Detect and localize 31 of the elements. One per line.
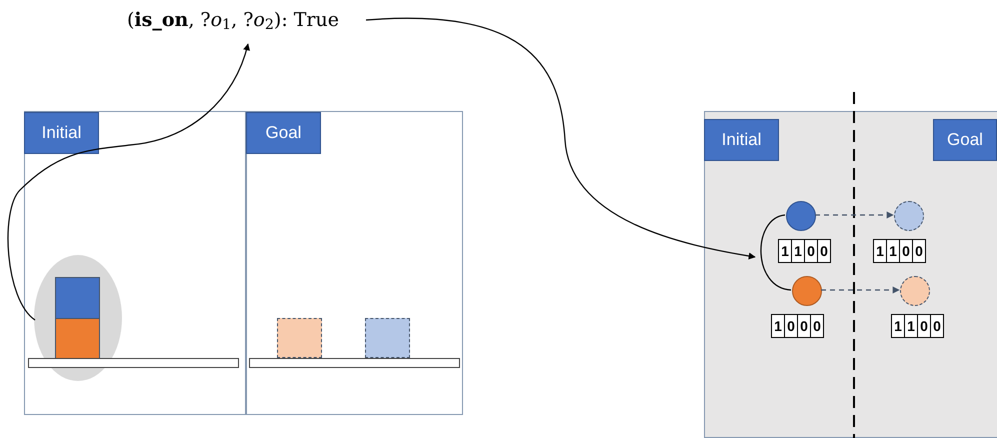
bit-digit: 0 xyxy=(797,314,811,338)
bit-digit: 1 xyxy=(778,239,792,263)
arrow xyxy=(815,212,894,218)
bit-digit: 0 xyxy=(912,239,926,263)
panel-header: Goal xyxy=(246,112,321,154)
object-circle xyxy=(900,276,930,306)
arrow xyxy=(7,43,250,320)
state-panel xyxy=(24,111,246,415)
object-circle xyxy=(894,201,924,231)
bit-digit: 0 xyxy=(930,314,944,338)
arrow xyxy=(366,18,756,260)
bit-digit: 1 xyxy=(891,314,905,338)
object-circle xyxy=(786,201,816,231)
state-panel xyxy=(246,111,463,415)
panel-header: Initial xyxy=(24,112,99,154)
bit-digit: 1 xyxy=(791,239,805,263)
object-circle xyxy=(792,276,822,306)
bit-digit: 0 xyxy=(784,314,798,338)
bit-digit: 0 xyxy=(899,239,913,263)
bit-digit: 1 xyxy=(886,239,900,263)
bit-digit: 1 xyxy=(771,314,785,338)
bit-digit: 1 xyxy=(904,314,918,338)
bit-digit: 0 xyxy=(804,239,818,263)
panel-header: Initial xyxy=(704,119,779,161)
bit-digit: 0 xyxy=(810,314,824,338)
bit-digit: 0 xyxy=(817,239,831,263)
arrow xyxy=(821,286,900,294)
panel-header: Goal xyxy=(933,119,997,161)
predicate-text: (is_on, ?o$_{1}$, ?o$_{2}$): True xyxy=(100,4,366,36)
bit-digit: 0 xyxy=(917,314,931,338)
bit-digit: 1 xyxy=(873,239,887,263)
